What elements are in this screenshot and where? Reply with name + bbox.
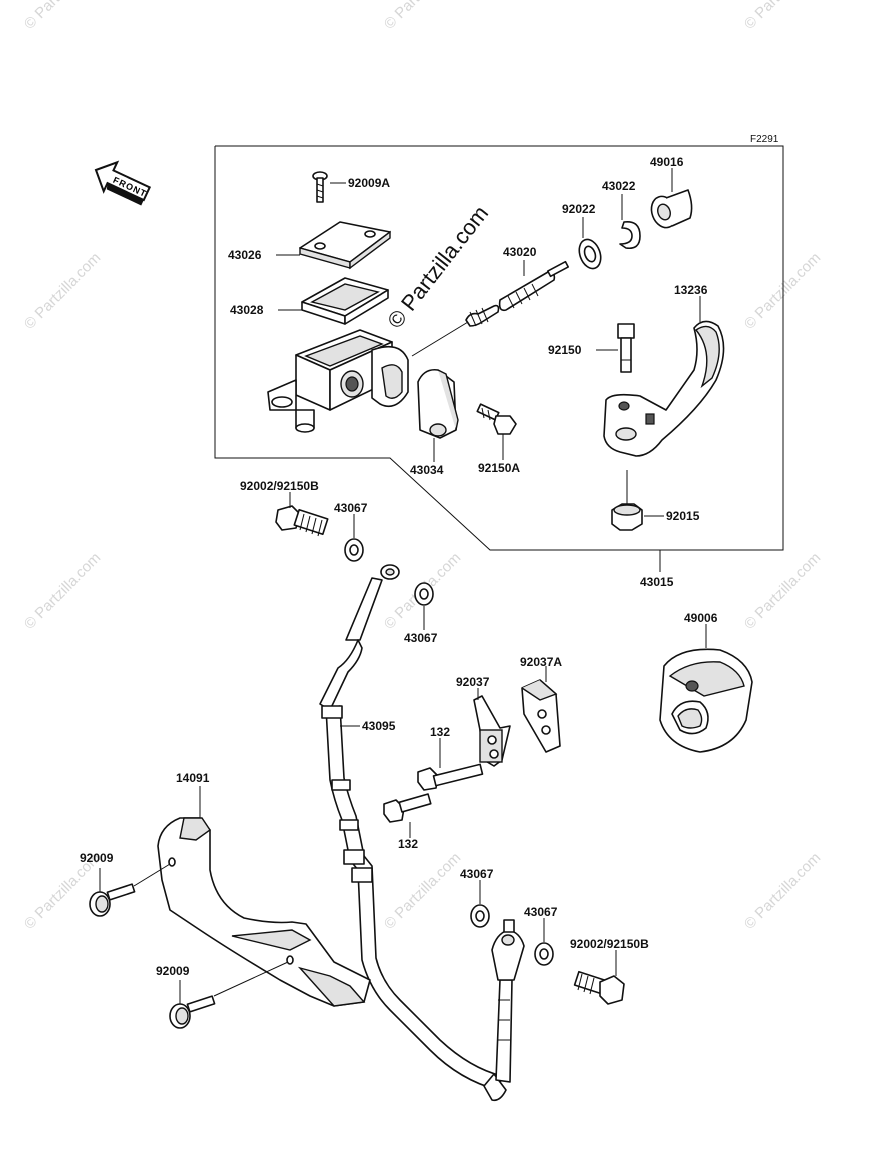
watermark: © Partzilla.com [21, 0, 104, 33]
screw-92009-a [89, 883, 136, 917]
label-43020: 43020 [503, 245, 537, 259]
label-92022: 92022 [562, 202, 596, 216]
label-14091: 14091 [176, 771, 210, 785]
circlip-43022 [619, 220, 641, 250]
washer-43067-b [414, 582, 434, 606]
label-43067-a: 43067 [334, 501, 368, 515]
figure-code: F2291 [750, 134, 779, 145]
label-43067-d: 43067 [524, 905, 558, 919]
watermark: © Partzilla.com [381, 849, 464, 932]
watermark: © Partzilla.com [741, 549, 824, 632]
washer-43067-a [344, 538, 364, 562]
watermark: © Partzilla.com [741, 0, 824, 33]
master-cylinder-body [267, 329, 409, 433]
label-92009-a: 92009 [80, 851, 114, 865]
watermark: © Partzilla.com [21, 249, 104, 332]
label-92015: 92015 [666, 509, 700, 523]
front-arrow-icon: FRONT [94, 160, 152, 206]
assembly-outline [214, 145, 784, 551]
nut-92015 [611, 503, 643, 531]
screw-92009-b [169, 995, 216, 1029]
label-43034: 43034 [410, 463, 444, 477]
screw-92009A [312, 171, 328, 203]
bolt-132-b [383, 793, 432, 823]
label-49006: 49006 [684, 611, 718, 625]
reservoir-cap-43026 [299, 221, 391, 270]
bolt-92150A [476, 403, 517, 435]
label-43022: 43022 [602, 179, 636, 193]
banjo-bolt-bottom [573, 970, 625, 1005]
bracket-92037 [473, 695, 511, 767]
label-132-b: 132 [398, 837, 418, 851]
clamp-43034 [417, 368, 459, 439]
brake-lever-13236 [603, 320, 725, 457]
label-92150: 92150 [548, 343, 582, 357]
hose-guard-14091 [157, 817, 371, 1007]
watermark: © Partzilla.com [21, 549, 104, 632]
pivot-bolt-92150 [617, 323, 635, 373]
brake-hose-43095 [319, 564, 525, 1102]
label-92037A: 92037A [520, 655, 562, 669]
label-43015: 43015 [640, 575, 674, 589]
watermark: © Partzilla.com [381, 0, 464, 33]
label-92150A: 92150A [478, 461, 520, 475]
bolt-132-a [417, 763, 484, 791]
label-92002-bottom: 92002/92150B [570, 937, 649, 951]
label-43095: 43095 [362, 719, 396, 733]
diaphragm-43028 [301, 277, 389, 325]
boot-49016 [650, 189, 693, 229]
banjo-bolt-top [275, 505, 329, 537]
washer-43067-c [470, 904, 490, 928]
washer-92022 [578, 238, 602, 270]
label-92002-top: 92002/92150B [240, 479, 319, 493]
label-92009A: 92009A [348, 176, 390, 190]
label-132-a: 132 [430, 725, 450, 739]
watermark: © Partzilla.com [741, 849, 824, 932]
label-43026: 43026 [228, 248, 262, 262]
piston-43020 [465, 260, 570, 327]
lever-cover-49006 [659, 648, 753, 753]
label-43028: 43028 [230, 303, 264, 317]
label-43067-b: 43067 [404, 631, 438, 645]
label-43067-c: 43067 [460, 867, 494, 881]
label-13236: 13236 [674, 283, 708, 297]
washer-43067-d [534, 942, 554, 966]
bracket-92037A [521, 679, 561, 753]
label-92037: 92037 [456, 675, 490, 689]
label-92009-b: 92009 [156, 964, 190, 978]
label-49016: 49016 [650, 155, 684, 169]
